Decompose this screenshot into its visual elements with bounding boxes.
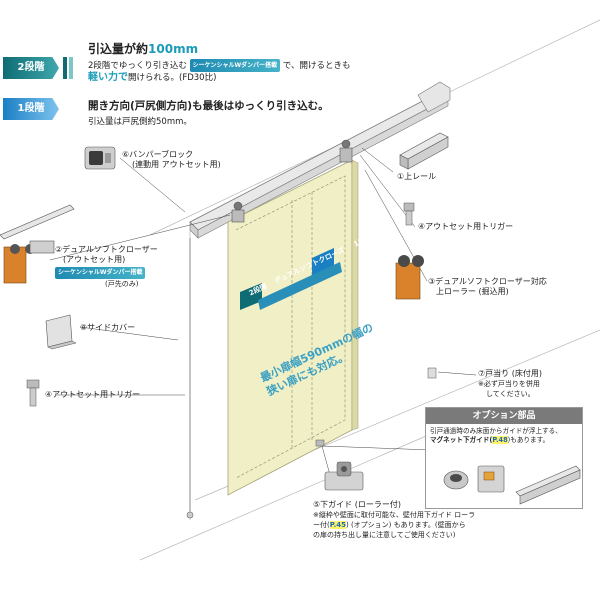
- stage1-tag: 1段階: [3, 98, 59, 120]
- door-stop-marker: [427, 367, 437, 379]
- bumper-block-label: ⑥バンパーブロック (連動用 アウトセット用): [122, 150, 221, 169]
- stage2-bar: [63, 57, 67, 79]
- upper-roller-label: ③デュアルソフトクローザー対応 上ローラー (掘込用): [428, 277, 547, 296]
- door-stop-label: ⑦戸当り (床付用) ※必ず戸当りを併用 してください。: [478, 369, 542, 398]
- stage2-bar-light: [69, 57, 73, 79]
- trigger-left-icon: [26, 379, 40, 407]
- option-title: オプション部品: [426, 408, 582, 424]
- side-cover-label: ⑧サイドカバー: [80, 323, 136, 332]
- soft-closer-outset-icon: [0, 204, 75, 284]
- stage2-description: 2段階でゆっくり引き込む シーケンシャルWダンパー搭載 で、開けるときも 軽い力…: [88, 59, 351, 83]
- side-cover-icon: [45, 314, 77, 350]
- stage1-description: 引込量は戸尻側約50mm。: [88, 117, 192, 127]
- p48-reference: P.48: [492, 436, 508, 444]
- upper-roller-icon: [395, 255, 424, 300]
- option-description: 引戸通過時のみ床面からガイドが浮上する、 マグネット下ガイド(P.48)もありま…: [430, 427, 562, 444]
- magnetic-guide-illustration: [443, 465, 581, 505]
- trigger-right-label: ④アウトセット用トリガー: [418, 222, 514, 231]
- stage1-headline: 開き方向(戸尻側方向)も最後はゆっくり引き込む。: [88, 100, 329, 112]
- top-rail: [189, 81, 451, 239]
- top-rail-label: ①上レール: [397, 172, 437, 181]
- floor-guide-marker: [315, 439, 325, 447]
- trigger-right-icon: [403, 202, 415, 226]
- stage2-headline: 引込量が約100mm: [88, 42, 199, 56]
- lower-guide-label: ⑤下ガイド (ローラー付) ※縦枠や壁面に取付可能な、壁付用下ガイド ローラ ー…: [313, 500, 476, 539]
- door-rollers: [231, 139, 353, 223]
- door-stage-badges: [240, 248, 342, 310]
- p45-reference: P.45: [329, 521, 346, 529]
- bumper-block-icon: [84, 146, 116, 170]
- soft-closer-label: ②デュアルソフトクローザー (アウトセット用) シーケンシャルWダンパー搭載 (…: [55, 245, 158, 288]
- lower-guide-icon: [324, 461, 364, 491]
- trigger-left-label: ④アウトセット用トリガー: [45, 390, 141, 399]
- option-parts-box: オプション部品 引戸通過時のみ床面からガイドが浮上する、 マグネット下ガイド(P…: [425, 407, 583, 509]
- sequential-damper-badge: シーケンシャルWダンパー搭載: [189, 59, 281, 72]
- stage2-tag: 2段階: [3, 57, 59, 79]
- soft-closer-badge: シーケンシャルWダンパー搭載: [55, 267, 146, 279]
- rail-section-icon: [399, 132, 449, 170]
